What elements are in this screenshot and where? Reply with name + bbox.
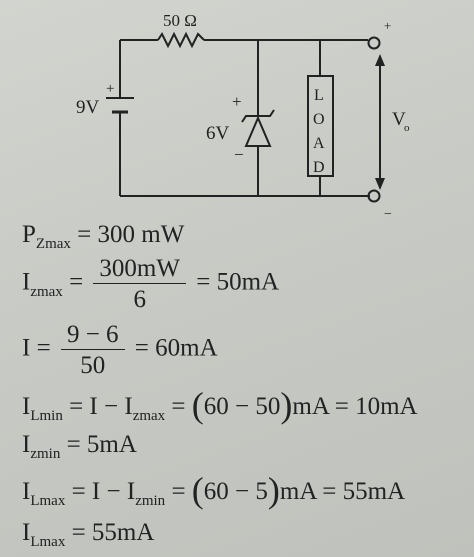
eq-ilmax-mid: = I − I: [71, 478, 136, 505]
eq-ilmin-sub: Lmin: [30, 408, 63, 424]
eq-izmax-sub: zmax: [30, 283, 63, 300]
output-terminal-bottom: [367, 189, 381, 203]
eq-ilmax: ILmax = I − Izmin = (60 − 5)mA = 55mA: [22, 472, 406, 509]
eq-izmin: Izmin = 5mA: [22, 431, 137, 462]
eq-izmax-den: 6: [133, 286, 146, 313]
eq-ilmin-lparen: (: [191, 385, 204, 425]
load-letter-d: D: [313, 159, 325, 176]
resistor: [157, 31, 205, 49]
zener-minus: −: [234, 145, 244, 164]
source-label: 9V: [76, 97, 100, 118]
eq-pzmax-sub: Zmax: [35, 236, 71, 252]
eq-ilmin-eq: =: [171, 393, 186, 420]
eq-i-num: 9 − 6: [60, 322, 125, 350]
eq-izmax-num: 300mW: [93, 256, 186, 284]
zener-bar: [241, 109, 275, 123]
eq-ilmax-lparen: (: [191, 470, 204, 510]
output-plus: +: [384, 18, 391, 33]
eq-ilmax-result-sub: Lmax: [30, 534, 66, 550]
load-letter-o: O: [313, 111, 325, 128]
eq-izmin-symbol: I: [22, 431, 31, 458]
eq-ilmax-symbol: I: [22, 478, 31, 505]
eq-izmax-eq: =: [69, 268, 84, 296]
eq-i: I = 9 − 6 50 = 60mA: [22, 322, 218, 378]
eq-izmin-rhs: = 5mA: [66, 431, 137, 458]
eq-izmin-sub: zmin: [30, 446, 61, 462]
eq-ilmax-result: ILmax = 55mA: [22, 519, 155, 550]
eq-ilmax-result-rhs: = 55mA: [71, 519, 155, 546]
output-label: V: [392, 109, 406, 130]
resistor-label: 50 Ω: [163, 11, 197, 30]
eq-i-rhs: = 60mA: [134, 334, 218, 362]
eq-pzmax-symbol: P: [22, 221, 36, 248]
eq-ilmin-inner: 60 − 50: [203, 393, 281, 420]
zener-triangle: [244, 115, 272, 147]
output-terminal-top: [367, 36, 381, 50]
load-letter-l: L: [314, 87, 324, 104]
output-label-sub: o: [404, 122, 410, 134]
eq-pzmax: PZmax = 300 mW: [22, 221, 185, 252]
eq-i-lhs: I =: [22, 334, 51, 362]
eq-i-fraction: 9 − 6 50: [60, 322, 125, 379]
eq-ilmax-sub: Lmax: [30, 493, 66, 509]
eq-ilmin-rhs: mA = 10mA: [292, 393, 418, 420]
eq-izmax: Izmax = 300mW 6 = 50mA: [22, 256, 279, 312]
eq-pzmax-rhs: = 300 mW: [77, 221, 185, 248]
eq-ilmax-result-symbol: I: [22, 519, 31, 546]
eq-ilmin-mid: = I − I: [69, 393, 133, 420]
eq-izmax-rhs: = 50mA: [196, 268, 280, 296]
zener-plus: +: [232, 92, 242, 111]
source-plus: +: [106, 81, 114, 97]
eq-ilmax-rhs: mA = 55mA: [279, 478, 406, 505]
eq-izmax-symbol: I: [22, 268, 31, 296]
circuit-diagram: 50 Ω 9V + 6V + − L O A D V o + −: [76, 11, 410, 222]
eq-ilmin-symbol: I: [22, 393, 31, 420]
output-minus: −: [384, 207, 392, 222]
eq-ilmin-sub2: zmax: [132, 408, 166, 424]
vo-arrow-down: [375, 178, 385, 190]
eq-ilmax-rparen: ): [267, 470, 280, 510]
eq-ilmin: ILmin = I − Izmax = (60 − 50)mA = 10mA: [22, 387, 418, 424]
eq-ilmax-sub2: zmin: [135, 493, 166, 509]
eq-ilmax-inner: 60 − 5: [203, 478, 268, 505]
eq-ilmax-eq: =: [171, 478, 186, 505]
eq-izmax-fraction: 300mW 6: [93, 256, 186, 312]
eq-i-den: 50: [80, 352, 106, 379]
load-letter-a: A: [313, 135, 325, 152]
zener-label: 6V: [206, 123, 230, 144]
eq-ilmin-rparen: ): [280, 385, 293, 425]
vo-arrow-up: [375, 54, 385, 66]
